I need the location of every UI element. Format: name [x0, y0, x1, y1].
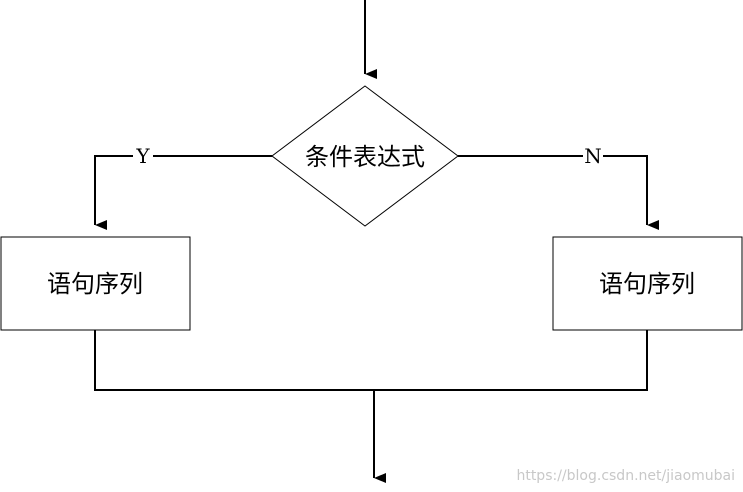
no-branch-label: N	[584, 144, 602, 168]
merge-connector	[94, 330, 648, 391]
watermark-text: https://blog.csdn.net/jiaomubai	[516, 468, 735, 484]
no-branch-connector	[458, 155, 659, 230]
condition-diamond	[271, 85, 459, 227]
yes-branch-label: Y	[135, 144, 150, 168]
no-label-bg	[583, 146, 603, 166]
no-statement-box	[552, 236, 743, 331]
no-statement-label: 语句序列	[599, 270, 695, 298]
yes-branch-connector	[94, 155, 272, 230]
condition-label: 条件表达式	[305, 143, 425, 171]
yes-statement-label: 语句序列	[47, 270, 143, 298]
yes-label-bg	[133, 146, 153, 166]
